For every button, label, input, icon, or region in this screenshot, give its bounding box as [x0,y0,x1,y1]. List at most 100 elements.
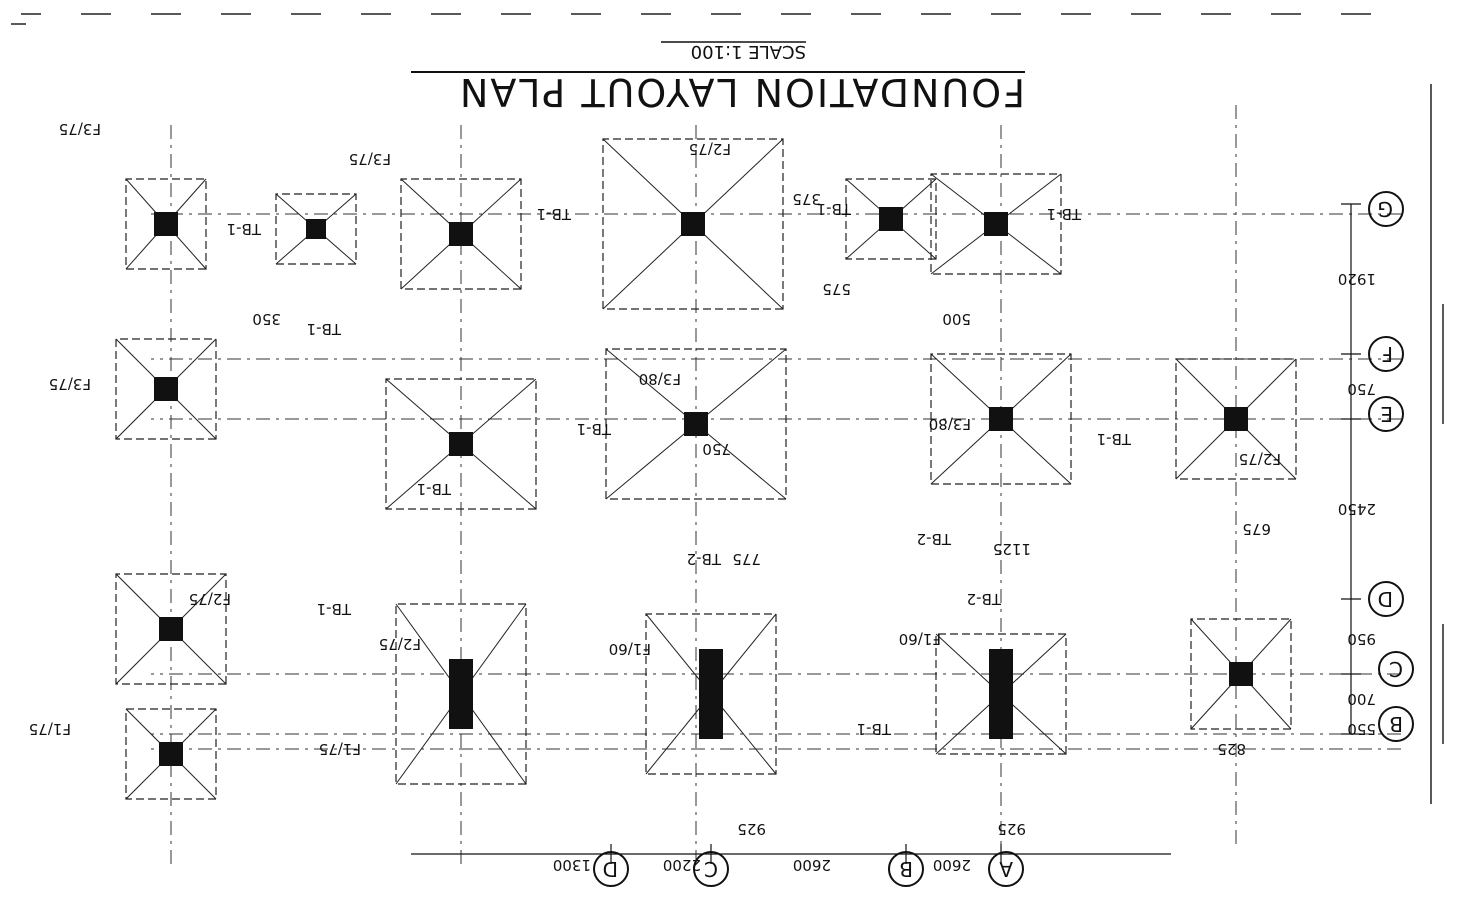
tie-beam-label-10: TB-2 [917,530,952,548]
tie-beam-label-5: TB-1 [577,420,612,438]
dimension-text: 1920 750 2450 950 700 550 2600 2600 2200… [252,190,1376,874]
footing-label-13: F1/75 [319,740,361,758]
tie-beam-label-2: TB-1 [537,205,572,223]
footing-pad [1175,358,1297,480]
column-stub [1224,407,1248,431]
tie-beam-label-7: TB-1 [307,320,342,338]
footing-pad [1190,618,1292,730]
footing-slope-line [605,348,697,425]
column-stub [1229,662,1253,686]
footing-label-1: F3/75 [59,120,101,138]
footing-label-3: F2/75 [689,140,731,158]
footing-pad [845,178,937,260]
footing-14 [645,613,777,775]
dim-right-6: 550 [1347,720,1376,738]
dim-footing-4: 500 [942,310,971,328]
footing-slope-line [385,378,462,445]
footing-17 [125,708,217,800]
footing-slope-line [695,348,787,425]
footing-pad [930,353,1072,485]
grid-bubble-right-6: B [1378,706,1414,742]
svg-text:C: C [1389,657,1403,681]
column-stub [449,222,473,246]
tie-beam-label-9: TB-2 [967,590,1002,608]
footing-1 [125,178,207,270]
footing-7 [115,338,217,440]
dim-footing-7: 350 [252,310,281,328]
dim-footing-3: 825 [1217,740,1246,758]
svg-text:F: F [1381,342,1393,366]
dim-bottom-2: 2600 [793,856,831,874]
tie-beam-label-12: TB-1 [857,720,892,738]
footing-pad [275,193,357,265]
footing-pad [385,378,537,510]
footing-slope-line [692,138,784,225]
svg-text:C: C [704,857,718,881]
title-block: FOUNDATION LAYOUT PLAN SCALE 1:100 [411,41,1025,114]
footing-5 [845,178,937,260]
dim-footing-10: 750 [702,440,731,458]
grid-bubble-right-2: F [1368,336,1404,372]
column-stub [159,742,183,766]
dim-right-4: 950 [1347,630,1376,648]
grid-bubble-right-5: C [1378,651,1414,687]
footing-3 [400,178,522,290]
footing-label-4: F3/80 [639,370,681,388]
footing-pad [115,573,227,685]
column-stub [989,649,1013,739]
dim-footing-8: 375 [792,190,821,208]
tie-beam-label-4: TB-1 [1047,205,1082,223]
footing-slope-line [602,223,694,310]
column-stub [449,659,473,729]
footing-label-8: F2/75 [189,590,231,608]
drawing-title: FOUNDATION LAYOUT PLAN [458,70,1025,114]
dim-footing-5: 775 [732,550,761,568]
footing-11 [1175,358,1297,480]
footing-label-2: F3/75 [349,150,391,168]
footing-pad [400,178,522,290]
grid-bubble-right-1: G [1368,191,1404,227]
sheet-border-ticks [11,13,1444,804]
svg-text:D: D [1378,587,1393,611]
plan-drawing: FOUNDATION LAYOUT PLAN SCALE 1:100 [11,13,1444,887]
column-stub [984,212,1008,236]
dim-right-3: 2450 [1338,500,1376,518]
tie-beam-label-13: TB-1 [417,480,452,498]
drawing-scale: SCALE 1:100 [691,41,806,62]
footing-13 [395,603,527,785]
svg-text:D: D [603,857,618,881]
footing-slope-line [385,443,462,510]
footing-pad [935,633,1067,755]
footing-slope-line [605,423,697,500]
column-stub [699,649,723,739]
footing-pad [930,173,1062,275]
tie-beam-labels: TB-1 TB-1 TB-1 TB-1 TB-1 TB-1 TB-1 TB-2 … [227,200,1132,738]
footing-pad [605,348,787,500]
grid-lines [151,104,1401,864]
footing-label-5: F3/80 [929,415,971,433]
footing-label-12: F1/75 [29,720,71,738]
tie-beam-label-8: TB-2 [687,550,722,568]
tie-beam-label-6: TB-1 [1097,430,1132,448]
footing-pad [395,603,527,785]
dimension-lines [411,203,1361,864]
tie-beam-label-1: TB-1 [227,220,262,238]
column-stub [989,407,1013,431]
dim-footing-11: 1125 [993,540,1031,558]
svg-text:B: B [1389,712,1403,736]
footing-labels: F3/75 F3/75 F2/75 F3/80 F3/80 F2/75 F3/7… [29,120,1281,758]
dim-footing-6: 675 [1242,520,1271,538]
footing-slope-line [695,423,787,500]
grid-bubble-bottom-1: A [988,851,1024,887]
footing-label-10: F1/60 [609,640,651,658]
dim-right-5: 700 [1347,690,1376,708]
svg-text:A: A [999,857,1013,881]
dim-footing-9: 575 [822,280,851,298]
dim-bottom-3: 2200 [663,856,701,874]
column-stub [449,432,473,456]
footing-10 [930,353,1072,485]
footing-slope-line [460,378,537,445]
column-stub [684,412,708,436]
column-stub [681,212,705,236]
